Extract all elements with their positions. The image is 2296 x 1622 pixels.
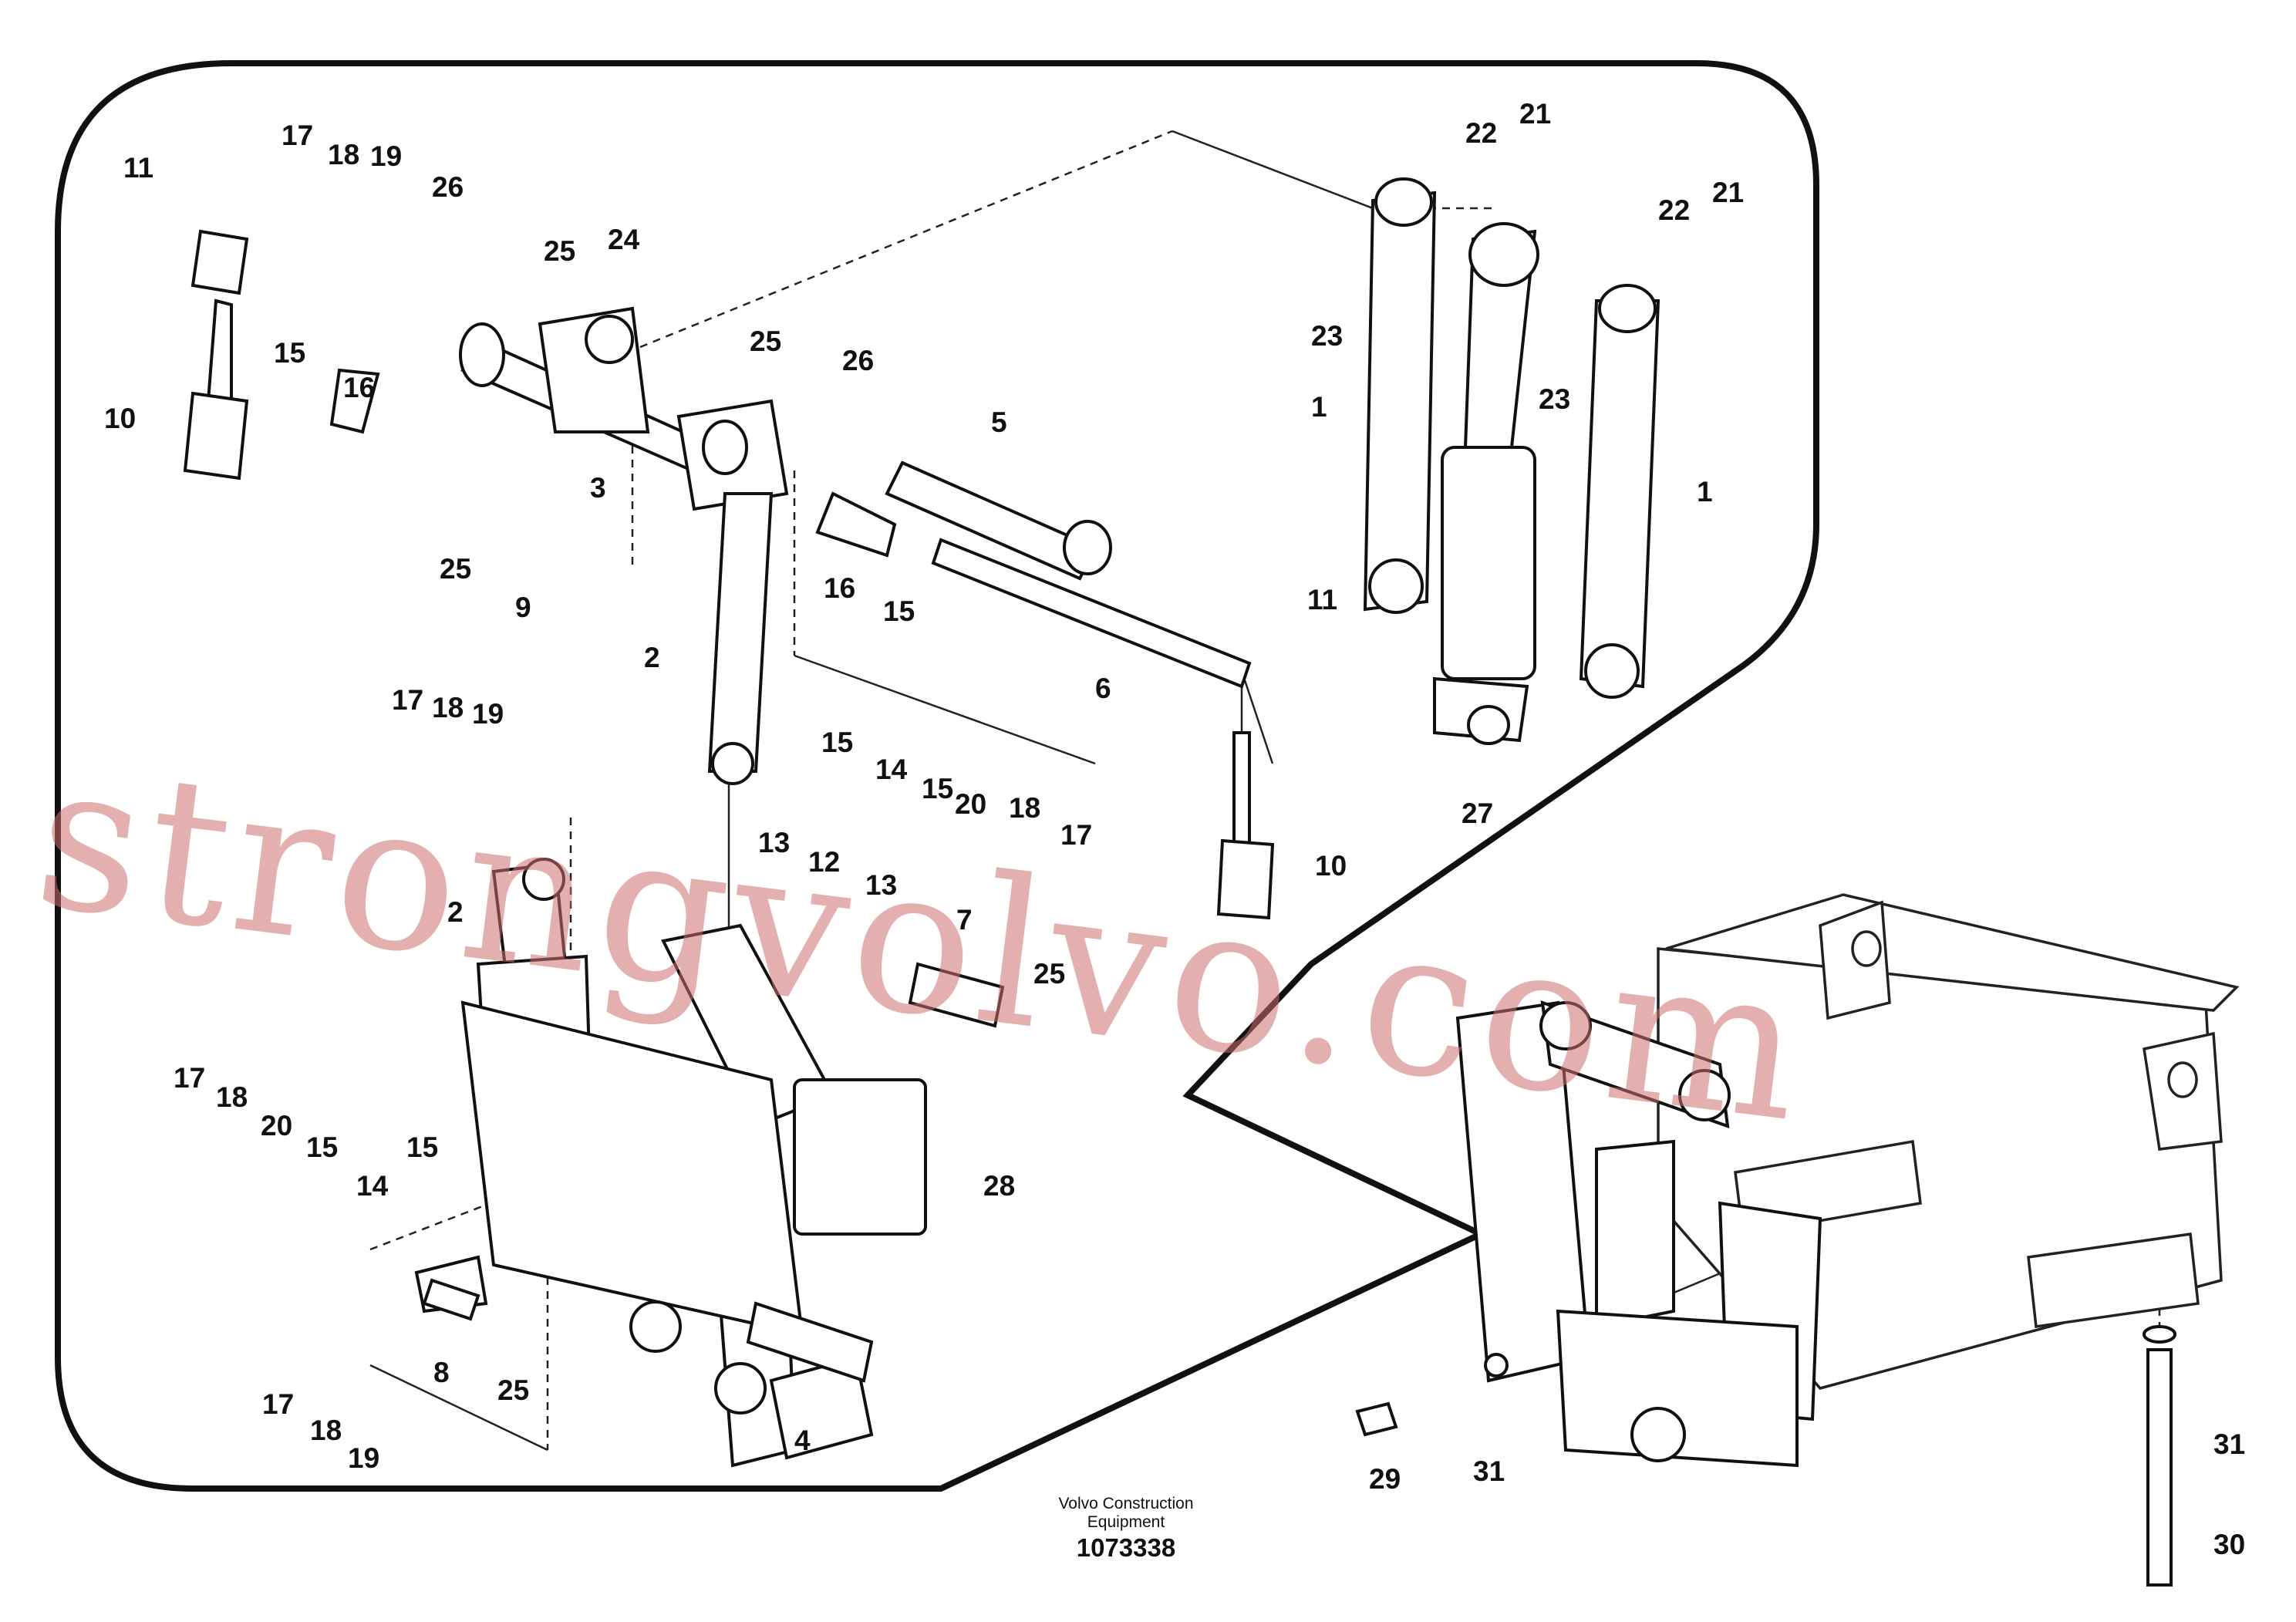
callout-31-b: 31 (2213, 1428, 2245, 1460)
callout-13-b: 13 (865, 869, 897, 901)
caption-line-2: Equipment (1087, 1513, 1165, 1531)
callout-4: 4 (794, 1425, 811, 1456)
callout-15-f: 15 (406, 1131, 438, 1163)
linkage-assembly-left (414, 858, 927, 1468)
callout-28: 28 (983, 1170, 1015, 1202)
caption-company: Volvo Construction Equipment (1003, 1495, 1249, 1532)
callout-2-upper: 2 (644, 642, 660, 673)
callout-17-e: 17 (262, 1388, 294, 1420)
callout-3: 3 (590, 472, 606, 504)
callout-25-b: 25 (750, 325, 781, 357)
callout-7: 7 (956, 904, 973, 936)
callout-22-b: 22 (1658, 194, 1690, 226)
callout-12: 12 (808, 846, 840, 878)
callout-11-left: 11 (123, 152, 153, 184)
callout-9: 9 (515, 592, 531, 623)
callout-14-a: 14 (875, 754, 908, 785)
callout-23-a: 23 (1311, 320, 1343, 352)
callout-18-e: 18 (310, 1415, 342, 1446)
callout-13-a: 13 (758, 827, 790, 858)
callout-19-c: 19 (348, 1442, 379, 1474)
shaft-assembly-upper (183, 229, 1275, 1383)
callout-19-a: 19 (370, 140, 402, 172)
callout-20-b: 20 (261, 1110, 292, 1141)
callout-25-e: 25 (497, 1374, 529, 1406)
callout-15-b: 15 (883, 595, 915, 627)
callout-16-a: 16 (343, 372, 375, 403)
callout-17-c: 17 (1060, 819, 1092, 851)
callout-18-d: 18 (216, 1081, 248, 1113)
callout-10-right: 10 (1315, 850, 1347, 882)
callout-labels: 1 1 2 2 3 4 5 6 7 8 9 10 10 11 11 12 13 … (104, 98, 2245, 1560)
callout-17-a: 17 (282, 120, 313, 151)
callout-21-a: 21 (1519, 98, 1551, 130)
callout-15-a: 15 (274, 337, 305, 369)
callout-1-left: 1 (1311, 391, 1327, 423)
callout-20-a: 20 (955, 788, 986, 820)
callout-18-c: 18 (1009, 792, 1040, 824)
callout-24: 24 (608, 224, 640, 255)
callout-31-a: 31 (1473, 1455, 1505, 1487)
callout-8: 8 (433, 1357, 450, 1388)
detail-frame (55, 60, 1819, 1492)
callout-14-b: 14 (356, 1170, 389, 1202)
callout-30: 30 (2213, 1529, 2245, 1560)
callout-17-b: 17 (392, 684, 423, 716)
drawing-number: 1073338 (1076, 1533, 1176, 1562)
callout-26-a: 26 (432, 171, 464, 203)
callout-6: 6 (1095, 673, 1111, 704)
callout-25-a: 25 (544, 235, 575, 267)
callout-15-c: 15 (821, 727, 853, 758)
callout-25-c: 25 (440, 553, 471, 585)
callout-27: 27 (1462, 798, 1493, 829)
callout-10-left: 10 (104, 403, 136, 434)
callout-1-right: 1 (1697, 476, 1713, 508)
callout-2-lower: 2 (447, 896, 464, 928)
caption-line-1: Volvo Construction (1058, 1495, 1194, 1512)
callout-11-right: 11 (1307, 584, 1337, 615)
callout-18-a: 18 (328, 139, 359, 170)
callout-19-b: 19 (472, 698, 504, 730)
callout-23-b: 23 (1539, 383, 1570, 415)
mounted-linkage (1355, 1000, 2176, 1587)
callout-17-d: 17 (174, 1062, 205, 1094)
callout-26-b: 26 (842, 345, 874, 376)
callout-18-b: 18 (432, 692, 464, 723)
callout-15-d: 15 (922, 773, 953, 804)
callout-16-b: 16 (824, 572, 855, 604)
callout-22-a: 22 (1465, 117, 1497, 149)
callout-21-b: 21 (1712, 177, 1744, 208)
callout-5: 5 (991, 406, 1007, 438)
callout-15-e: 15 (306, 1131, 338, 1163)
callout-29: 29 (1369, 1463, 1401, 1495)
callout-25-d: 25 (1033, 958, 1065, 990)
cylinder-assembly (1363, 177, 1660, 745)
